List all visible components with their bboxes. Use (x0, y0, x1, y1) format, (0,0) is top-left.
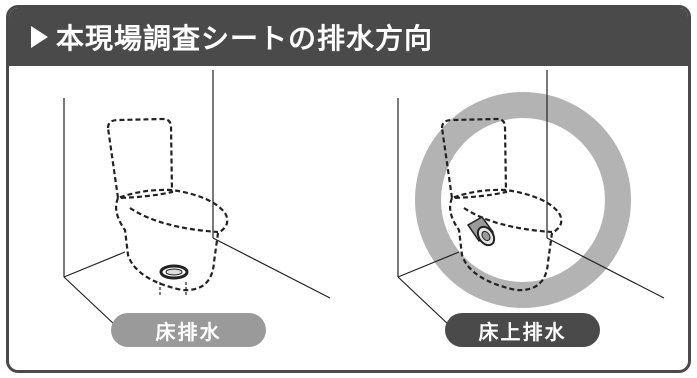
floor-drain-pipe-icon (159, 264, 189, 296)
wall-drain-illustration[interactable] (397, 70, 665, 326)
room-line (63, 251, 126, 278)
option-floor-drain-label[interactable]: 床排水 (111, 313, 266, 347)
room-line (397, 251, 460, 278)
drain-direction-card: 本現場調査シートの排水方向 (6, 5, 691, 373)
card-title: 本現場調査シートの排水方向 (56, 22, 434, 55)
room-line (212, 237, 331, 299)
room-line (397, 276, 450, 326)
floor-drain-toilet-outline (106, 117, 229, 292)
room-line (546, 237, 665, 299)
selected-highlight-ring (415, 92, 631, 308)
card-header: 本現場調査シートの排水方向 (9, 8, 688, 66)
wall-drain-toilet-outline (440, 117, 563, 292)
room-line (63, 276, 116, 326)
triangle-right-icon (31, 26, 48, 48)
floor-drain-illustration[interactable] (63, 70, 331, 326)
wall-drain-pipe-icon (466, 216, 496, 247)
option-wall-drain-label[interactable]: 床上排水 (445, 313, 600, 347)
